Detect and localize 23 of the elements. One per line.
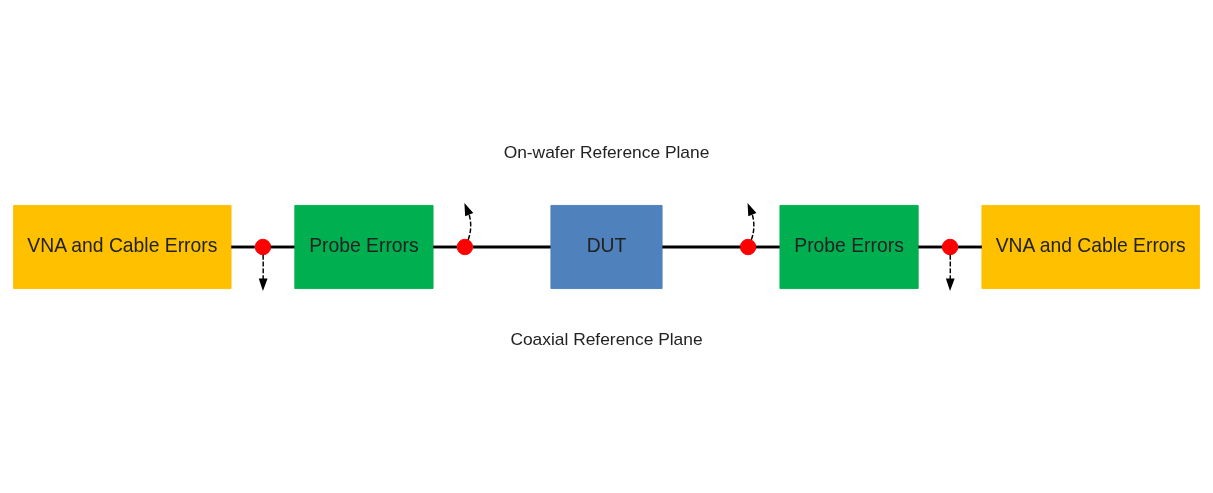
node-box: DUT	[550, 204, 663, 289]
connector	[958, 245, 982, 248]
node-circle	[739, 238, 757, 255]
connector	[231, 245, 255, 248]
connector	[755, 245, 780, 248]
label: Coaxial Reference Plane	[510, 328, 703, 349]
node-box: VNA and Cable Errors	[981, 204, 1200, 289]
arrow	[945, 253, 955, 291]
arrow	[464, 202, 474, 240]
connector	[270, 245, 295, 248]
label: On-wafer Reference Plane	[503, 141, 710, 162]
arrow	[747, 202, 757, 240]
node-box: VNA and Cable Errors	[13, 204, 232, 289]
node-circle	[254, 238, 272, 255]
node-circle	[456, 238, 474, 255]
node-box: Probe Errors	[294, 204, 434, 289]
arrow	[258, 253, 268, 291]
node-circle	[941, 238, 959, 255]
connector	[473, 245, 551, 248]
connector	[433, 245, 457, 248]
connector	[662, 245, 741, 248]
connector	[918, 245, 943, 248]
node-box: Probe Errors	[779, 204, 919, 289]
